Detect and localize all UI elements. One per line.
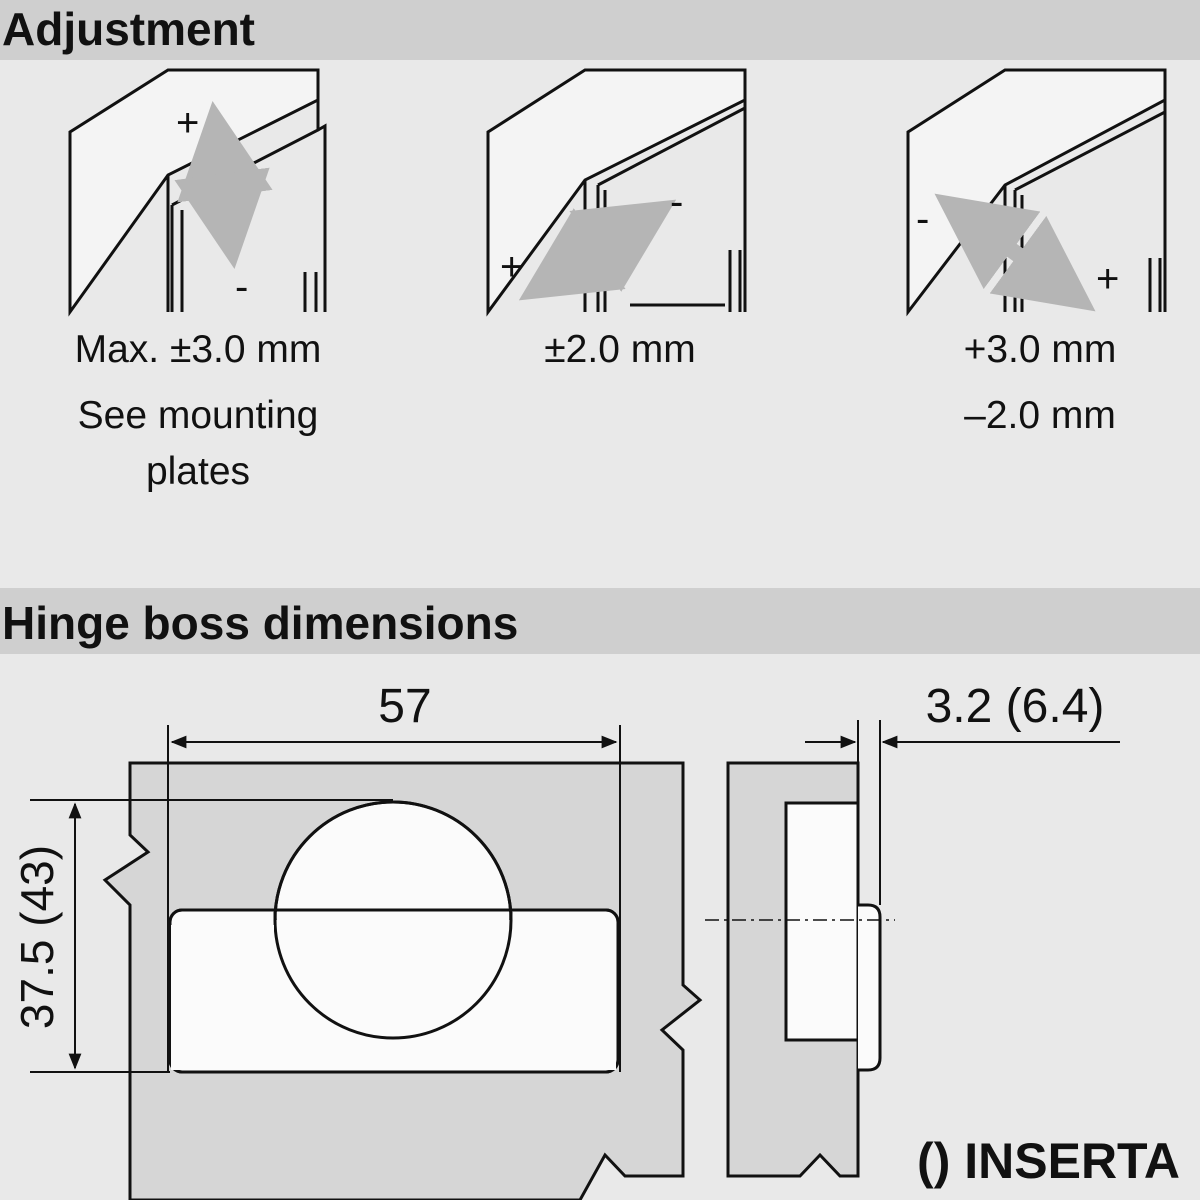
plus-sign-3: + bbox=[1096, 257, 1119, 301]
caption-1-line-3: plates bbox=[145, 450, 251, 493]
minus-sign-3: - bbox=[916, 197, 929, 241]
adjustment-diagram-depth bbox=[486, 68, 747, 317]
minus-sign-2: - bbox=[670, 180, 683, 224]
side-cup-section bbox=[784, 801, 860, 1042]
width-dimension-label: 57 bbox=[378, 680, 431, 733]
width-dimension bbox=[167, 725, 621, 1072]
hinge-boss-title: Hinge boss dimensions bbox=[2, 597, 519, 649]
height-dimension-label: 37.5 (43) bbox=[11, 845, 63, 1029]
caption-1-line-2: See mounting bbox=[77, 394, 319, 437]
caption-2-line-1: ±2.0 mm bbox=[544, 328, 696, 371]
depth-dimension bbox=[805, 720, 1120, 905]
side-plate-profile bbox=[858, 903, 882, 1072]
caption-1-line-1: Max. ±3.0 mm bbox=[74, 328, 322, 371]
plus-sign-2: + bbox=[500, 245, 523, 289]
adjustment-caption-1: Max. ±3.0 mm See mounting plates bbox=[48, 322, 348, 500]
adjustment-diagram-vertical bbox=[68, 68, 327, 317]
caption-3-line-2: –2.0 mm bbox=[964, 394, 1116, 437]
depth-dimension-label: 3.2 (6.4) bbox=[926, 680, 1105, 733]
adjustment-caption-3: +3.0 mm –2.0 mm bbox=[890, 322, 1190, 444]
minus-sign-1: - bbox=[235, 265, 248, 309]
inserta-legend: () INSERTA bbox=[917, 1133, 1180, 1189]
caption-3-line-1: +3.0 mm bbox=[963, 328, 1117, 371]
adjustment-title: Adjustment bbox=[2, 3, 255, 55]
hinge-boss-header-bar bbox=[0, 588, 1200, 654]
adjustment-header-bar bbox=[0, 0, 1200, 60]
adjustment-caption-2: ±2.0 mm bbox=[470, 322, 770, 378]
plus-sign-1: + bbox=[176, 101, 199, 145]
adjustment-diagram-side bbox=[906, 68, 1167, 317]
height-dimension bbox=[30, 799, 393, 1073]
